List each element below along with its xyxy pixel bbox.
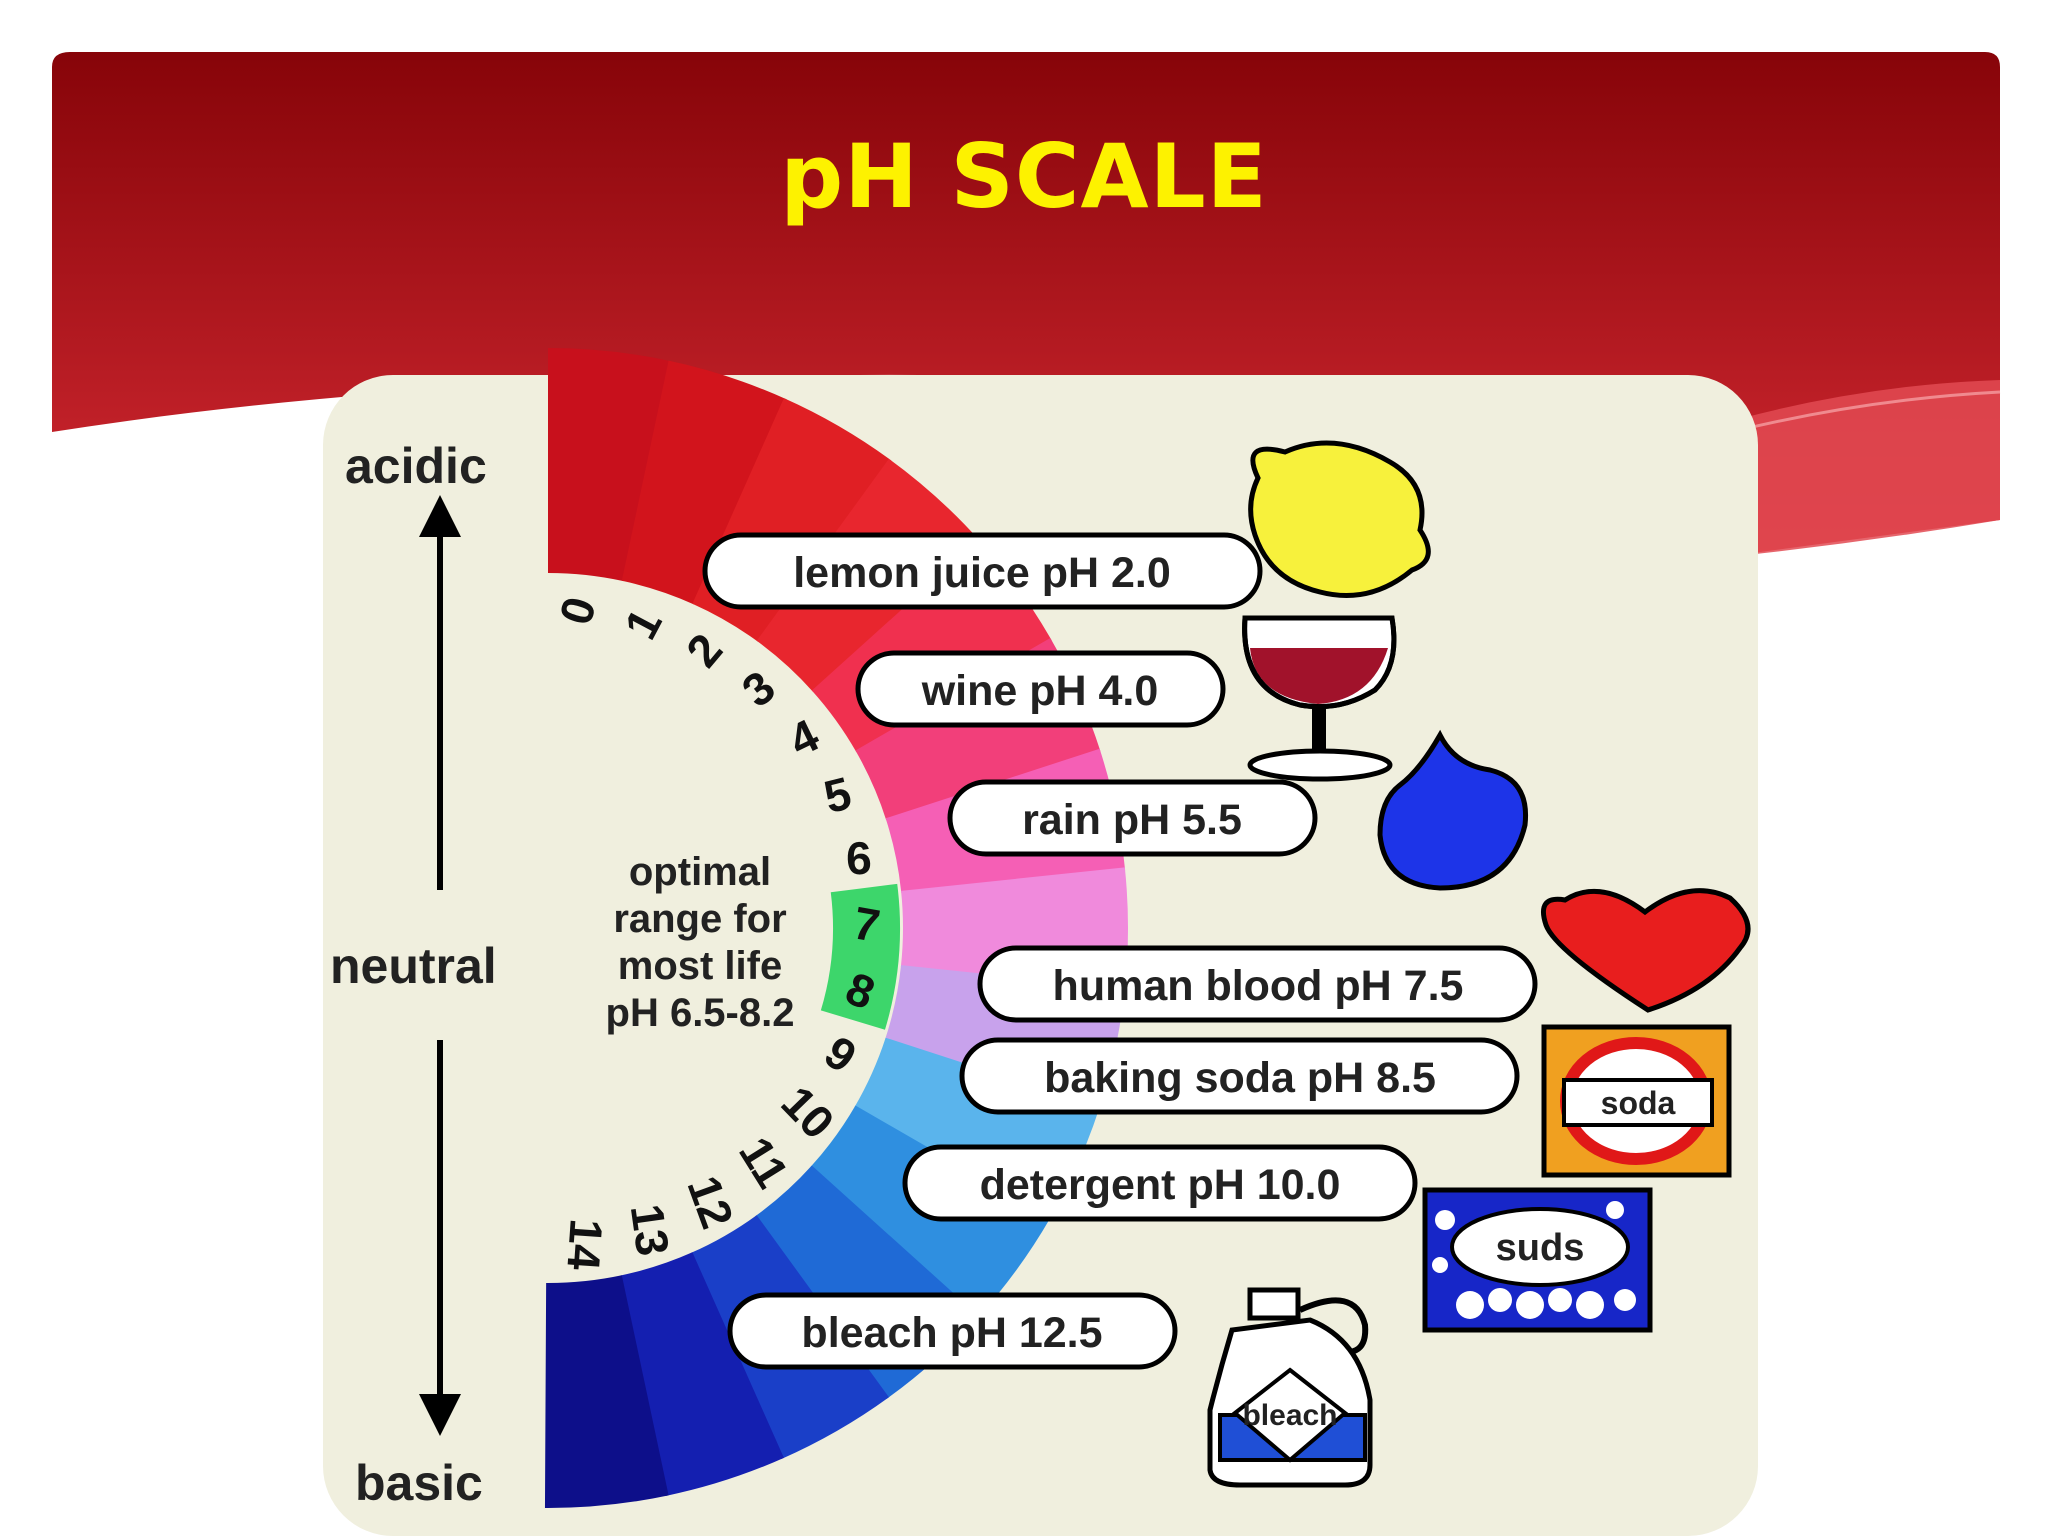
- axis-label-neutral: neutral: [330, 938, 497, 994]
- soda-label: soda: [1601, 1085, 1676, 1121]
- svg-text:human blood pH 7.5: human blood pH 7.5: [1053, 962, 1464, 1010]
- axis-label-acidic: acidic: [345, 438, 487, 494]
- axis-label-basic: basic: [355, 1455, 483, 1511]
- bleach-label: bleach: [1242, 1399, 1337, 1432]
- optimal-note-line-3: most life: [618, 944, 782, 988]
- ph-number-6: 6: [845, 832, 872, 885]
- example-detergent: detergent pH 10.0: [902, 1144, 1418, 1222]
- bleach-jug-icon: bleach: [1207, 1287, 1373, 1488]
- optimal-note-line-1: optimal: [629, 850, 771, 894]
- ph-band-1: [621, 360, 787, 605]
- example-lemon-juice: lemon juice pH 2.0: [702, 532, 1263, 610]
- wine-glass-icon: [1242, 615, 1397, 782]
- svg-text:detergent pH 10.0: detergent pH 10.0: [980, 1161, 1341, 1209]
- suds-label: suds: [1496, 1227, 1585, 1269]
- svg-text:rain pH 5.5: rain pH 5.5: [1022, 796, 1242, 844]
- example-human-blood: human blood pH 7.5: [977, 945, 1538, 1023]
- optimal-note-line-4: pH 6.5-8.2: [606, 991, 795, 1035]
- example-baking-soda: baking soda pH 8.5: [959, 1037, 1520, 1115]
- header-band: [52, 52, 2000, 560]
- ph-band-14: [544, 1275, 669, 1508]
- header-swoosh: [1700, 380, 2000, 560]
- ph-number-13: 13: [621, 1201, 680, 1259]
- suds-box-icon: suds: [1422, 1187, 1653, 1333]
- heart-icon: [1540, 888, 1751, 1013]
- example-bleach: bleach pH 12.5: [727, 1292, 1178, 1370]
- ph-number-14: 14: [557, 1217, 612, 1272]
- optimal-note-line-2: range for: [613, 897, 786, 941]
- slide-title: pH SCALE: [780, 125, 1268, 228]
- raindrop-icon: [1377, 729, 1529, 891]
- svg-text:baking soda pH 8.5: baking soda pH 8.5: [1044, 1054, 1436, 1102]
- example-rain: rain pH 5.5: [947, 779, 1318, 857]
- ph-band-13: [619, 1252, 784, 1496]
- optimal-range-highlight: [820, 883, 901, 1030]
- ph-band-0: [548, 348, 672, 582]
- svg-text:lemon juice pH 2.0: lemon juice pH 2.0: [793, 549, 1171, 597]
- soda-box-icon: soda: [1541, 1024, 1732, 1178]
- svg-text:bleach pH 12.5: bleach pH 12.5: [801, 1309, 1102, 1357]
- lemon-icon: [1248, 440, 1431, 599]
- example-wine: wine pH 4.0: [855, 650, 1226, 728]
- svg-text:wine pH 4.0: wine pH 4.0: [921, 667, 1159, 715]
